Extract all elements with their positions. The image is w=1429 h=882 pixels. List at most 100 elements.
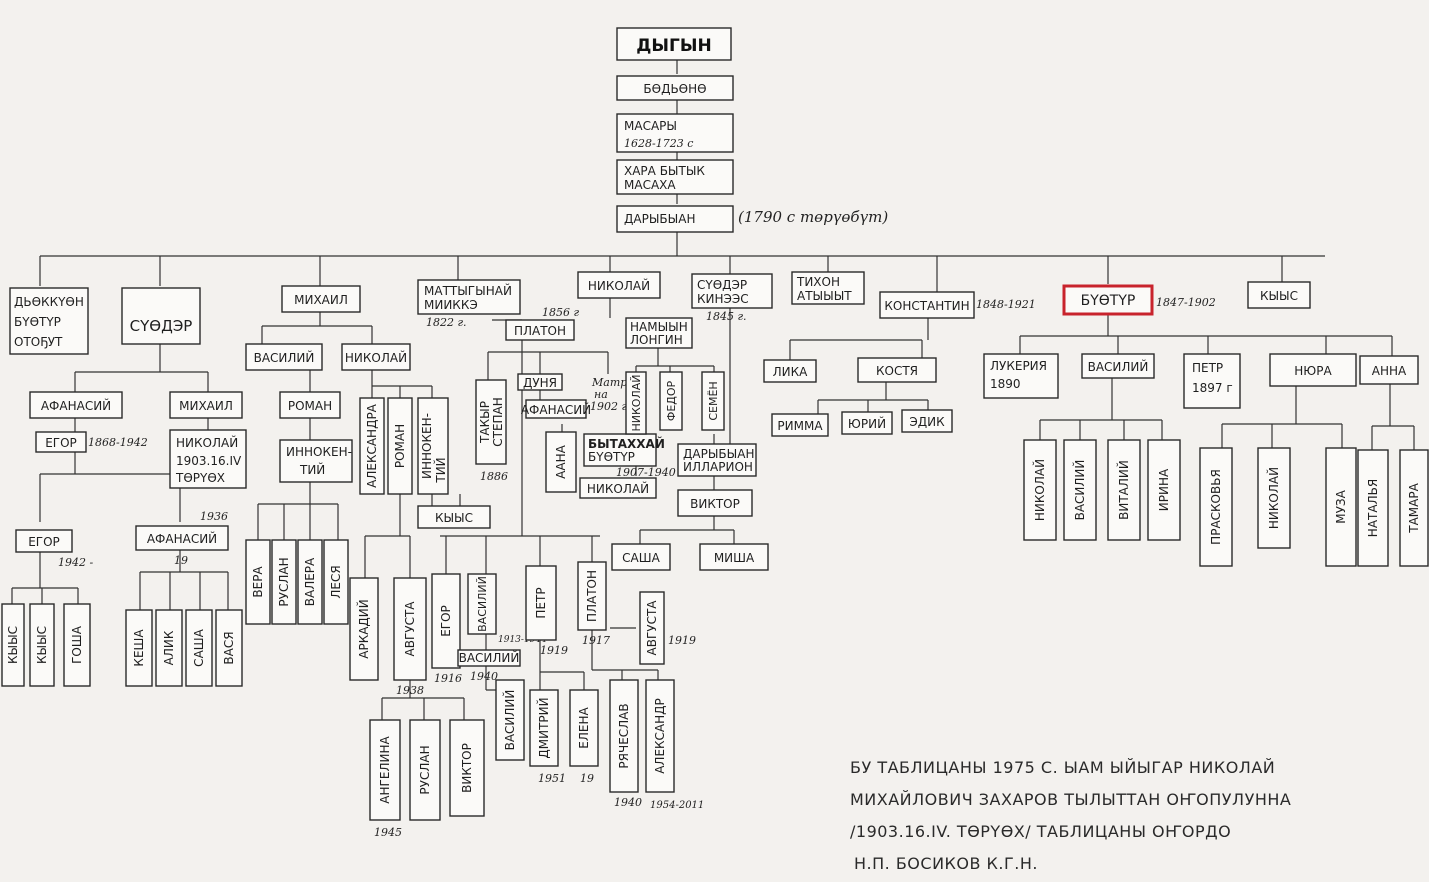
- svg-text:КОСТЯ: КОСТЯ: [876, 364, 918, 378]
- node-misha: МИША: [699, 543, 769, 571]
- node-egor-3: ЕГОР: [431, 573, 461, 669]
- node-konstantin: КОНСТАНТИН: [879, 291, 975, 319]
- node-natalya: НАТАЛЬЯ: [1357, 449, 1389, 567]
- node-avgusta-2: АВГУСТА: [639, 591, 665, 665]
- node-vasilii-3: ВАСИЛИЙ: [457, 649, 521, 667]
- konstantin-years: 1848-1921: [976, 298, 1036, 311]
- svg-text:СТЕПАН: СТЕПАН: [491, 397, 505, 447]
- platon-1-year: 1856 г: [542, 306, 579, 319]
- svg-text:НИКОЛАЙ: НИКОЛАЙ: [588, 278, 650, 293]
- node-elena: ЕЛЕНА: [569, 689, 599, 767]
- svg-text:ПЛАТОН: ПЛАТОН: [585, 570, 599, 622]
- aleksandr-years: 1954-2011: [650, 800, 704, 811]
- svg-text:ЕГОР: ЕГОР: [45, 436, 77, 450]
- syodoer-kinees-year: 1845 г.: [706, 310, 747, 323]
- node-lesya: ЛЕСЯ: [323, 539, 349, 625]
- node-aana: ААНА: [545, 431, 577, 493]
- node-nikolai-6: НИКОЛАЙ: [1257, 447, 1291, 549]
- svg-text:АТЫЫЫТ: АТЫЫЫТ: [797, 289, 852, 303]
- node-nikolai-5: НИКОЛАЙ: [1023, 439, 1057, 541]
- node-kyys-mid: КЫЫС: [417, 505, 491, 529]
- author-note-line-4: Н.П. БОСИКОВ К.Г.Н.: [854, 854, 1038, 873]
- node-arkadii: АРКАДИЙ: [349, 577, 379, 681]
- node-aleksandr: АЛЕКСАНДР: [645, 679, 675, 793]
- svg-text:РОМАН: РОМАН: [393, 424, 407, 468]
- avgusta-2-year: 1919: [668, 634, 696, 647]
- platon-2-year: 1917: [582, 634, 610, 647]
- ryaslav-year: 1940: [614, 796, 642, 809]
- afanasii-2-year-2: 19: [174, 554, 188, 567]
- afanasii-2-year: 1936: [200, 510, 228, 523]
- svg-text:НИКОЛАЙ: НИКОЛАЙ: [345, 350, 407, 365]
- vasilii-3-year: 1940: [470, 670, 498, 683]
- svg-text:АРКАДИЙ: АРКАДИЙ: [356, 599, 371, 659]
- svg-text:ДЫГЫН: ДЫГЫН: [636, 36, 711, 56]
- node-anna: АННА: [1359, 355, 1419, 385]
- svg-text:ЛОНГИН: ЛОНГИН: [630, 333, 683, 347]
- takyr-year: 1886: [480, 470, 508, 483]
- svg-text:СҮӨДЭР: СҮӨДЭР: [697, 278, 747, 292]
- node-ryaslav: РЯЧЕСЛАВ: [609, 679, 639, 793]
- svg-text:ТИЙ: ТИЙ: [299, 462, 325, 477]
- svg-text:НИКОЛАЙ: НИКОЛАЙ: [630, 375, 643, 432]
- matrena-name-2: на: [594, 388, 608, 401]
- mattygynai-year: 1822 г.: [426, 316, 467, 329]
- svg-text:ХАРА БЫТЫК: ХАРА БЫТЫК: [624, 164, 705, 178]
- node-avgusta-1: АВГУСТА: [393, 577, 427, 681]
- node-afanasii-3: АФАНАСИЙ: [521, 399, 591, 419]
- node-viktor-1: ВИКТОР: [449, 719, 485, 817]
- node-mikhail-2: МИХАИЛ: [169, 391, 243, 419]
- node-nikolai-2: НИКОЛАЙ: [341, 343, 411, 371]
- svg-text:НИКОЛАЙ: НИКОЛАЙ: [176, 435, 238, 450]
- svg-text:ВАСЯ: ВАСЯ: [222, 631, 236, 664]
- svg-text:РУСЛАН: РУСЛАН: [277, 557, 291, 606]
- svg-text:1897 г: 1897 г: [1192, 381, 1233, 395]
- svg-text:ИННОКЕН-: ИННОКЕН-: [420, 413, 434, 479]
- node-alik: АЛИК: [155, 609, 183, 687]
- node-kesha: КЕША: [125, 609, 153, 687]
- svg-text:ДАРЫБЫАН: ДАРЫБЫАН: [624, 212, 695, 226]
- node-vasilii-5: ВАСИЛИЙ: [1081, 353, 1155, 379]
- svg-text:ВАСИЛИЙ: ВАСИЛИЙ: [1088, 359, 1149, 374]
- darybyan-birth-note: (1790 с төрүөбүт): [738, 208, 888, 226]
- vasilii-2-years: 1913-1944: [498, 635, 547, 645]
- svg-text:АФАНАСИЙ: АФАНАСИЙ: [147, 531, 217, 546]
- node-ruslan-2: РУСЛАН: [409, 719, 441, 821]
- svg-text:НАТАЛЬЯ: НАТАЛЬЯ: [1366, 479, 1380, 537]
- node-praskovya: ПРАСКОВЬЯ: [1199, 447, 1233, 567]
- node-kostya: КОСТЯ: [857, 357, 937, 383]
- node-vera: ВЕРА: [245, 539, 271, 625]
- angelina-year: 1945: [374, 826, 402, 839]
- connector-lines: [11, 60, 1415, 720]
- svg-text:РОМАН: РОМАН: [288, 399, 332, 413]
- node-sasha-2: САША: [611, 543, 671, 571]
- dmitrii-year: 1951: [538, 772, 566, 785]
- svg-text:ЛУКЕРИЯ: ЛУКЕРИЯ: [990, 359, 1047, 373]
- bytakhkhai-years: 1907-1940: [616, 466, 676, 479]
- node-vasilii-6: ВАСИЛИЙ: [1063, 439, 1097, 541]
- node-aleksandra: АЛЕКСАНДРА: [359, 397, 385, 495]
- matrena-year: 1902 г: [590, 400, 627, 413]
- node-nikolai-3: НИКОЛАЙ: [579, 477, 657, 499]
- node-platon-2: ПЛАТОН: [577, 561, 607, 631]
- svg-text:МАСАРЫ: МАСАРЫ: [624, 119, 677, 133]
- svg-text:МАТТЫГЫНАЙ: МАТТЫГЫНАЙ: [424, 283, 512, 298]
- node-dunya: ДУНЯ: [517, 373, 563, 391]
- author-note-line-2: МИХАЙЛОВИЧ ЗАХАРОВ ТЫЛЫТТАН ОҤОПУЛУННА: [850, 790, 1292, 809]
- svg-text:АННА: АННА: [1372, 364, 1407, 378]
- svg-text:ЭДИК: ЭДИК: [909, 415, 945, 429]
- svg-text:БҮӨТҮР: БҮӨТҮР: [1081, 293, 1136, 309]
- svg-text:ДЬӨККҮӨН: ДЬӨККҮӨН: [14, 295, 84, 309]
- node-yurii: ЮРИЙ: [841, 411, 893, 435]
- node-nyura: НЮРА: [1269, 353, 1357, 387]
- node-edik: ЭДИК: [901, 409, 953, 433]
- svg-text:КЫЫС: КЫЫС: [35, 626, 49, 664]
- svg-text:АЛИК: АЛИК: [162, 630, 176, 665]
- svg-text:БҮӨТҮР: БҮӨТҮР: [14, 315, 61, 329]
- svg-text:НИКОЛАЙ: НИКОЛАЙ: [587, 481, 649, 496]
- node-angelina: АНГЕЛИНА: [369, 719, 401, 821]
